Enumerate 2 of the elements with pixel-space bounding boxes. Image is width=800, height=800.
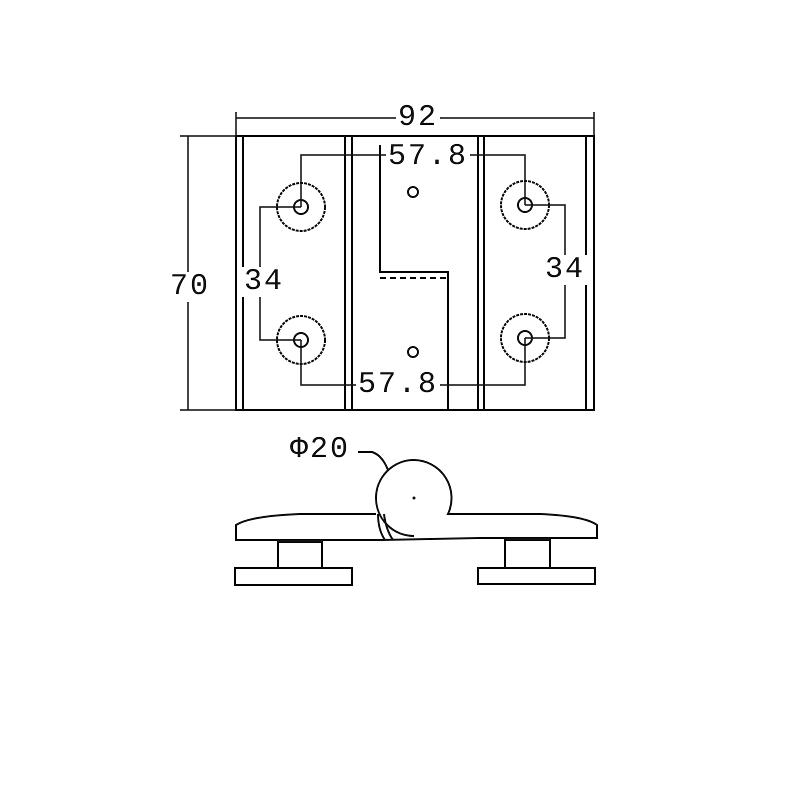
knuckle-circle <box>374 458 454 538</box>
leader-line <box>358 451 389 470</box>
